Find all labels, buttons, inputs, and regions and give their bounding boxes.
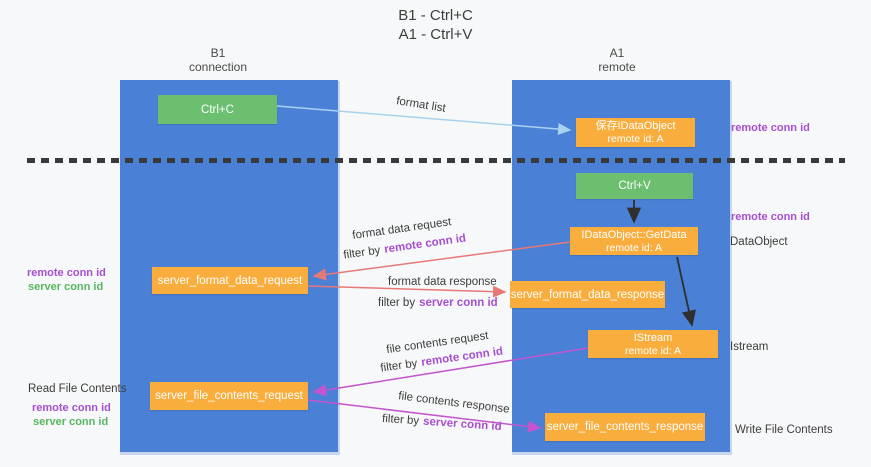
save-idataobject-box: 保存IDataObject remote id: A xyxy=(576,118,695,147)
server-format-data-response-box: server_format_data_response xyxy=(510,281,665,308)
server-conn-id-label-left-bottom: server conn id xyxy=(33,416,109,428)
server-file-contents-request-label: server_file_contents_request xyxy=(155,390,303,402)
istream-box: IStream remote id: A xyxy=(588,330,718,358)
filter-by-text: filter by xyxy=(381,412,420,428)
getdata-line1: IDataObject::GetData xyxy=(581,228,687,241)
ctrl-v-box: Ctrl+V xyxy=(576,173,693,199)
lane-header-b1: B1 connection xyxy=(120,46,316,74)
remote-conn-id-label-top-right: remote conn id xyxy=(731,122,810,134)
istream-line2: remote id: A xyxy=(624,344,682,357)
ctrl-v-label: Ctrl+V xyxy=(618,180,651,192)
istream-side-label: Istream xyxy=(730,341,769,353)
filter-by-text: filter by xyxy=(379,357,419,375)
write-file-contents-label: Write File Contents xyxy=(735,424,833,436)
ctrl-c-label: Ctrl+C xyxy=(201,103,234,116)
filter-by-text: filter by xyxy=(342,244,382,262)
lane-b1-name: B1 xyxy=(210,46,226,60)
save-idataobject-line1: 保存IDataObject xyxy=(595,120,676,132)
format-list-label: format list xyxy=(395,95,447,115)
server-format-data-request-label: server_format_data_request xyxy=(157,274,303,287)
save-idataobject-line2: remote id: A xyxy=(607,133,664,145)
server-file-contents-response-label: server_file_contents_response xyxy=(546,421,704,433)
remote-conn-id-label-mid-right: remote conn id xyxy=(731,211,810,223)
dashed-divider-line xyxy=(27,158,845,163)
format-data-response-label: format data response xyxy=(388,276,497,288)
server-format-data-request-box: server_format_data_request xyxy=(152,267,308,294)
filter-by-text: filter by xyxy=(378,297,416,309)
lane-a1-subtitle: remote xyxy=(598,60,636,74)
server-format-data-response-label: server_format_data_response xyxy=(510,288,665,301)
title-line-2: A1 - Ctrl+V xyxy=(398,26,473,43)
ctrl-c-box: Ctrl+C xyxy=(158,95,277,124)
remote-conn-id-label-left-mid: remote conn id xyxy=(27,267,106,279)
server-conn-id-highlight: server conn id xyxy=(419,297,498,309)
lane-b1-subtitle: connection xyxy=(188,60,248,74)
file-contents-response-label: file contents response xyxy=(397,390,511,416)
server-file-contents-response-box: server_file_contents_response xyxy=(545,413,705,441)
getdata-line2: remote id: A xyxy=(605,241,663,254)
server-conn-id-highlight: server conn id xyxy=(422,415,502,434)
title-line-1: B1 - Ctrl+C xyxy=(398,7,473,24)
istream-line1: IStream xyxy=(633,331,673,344)
server-conn-id-label-left-mid: server conn id xyxy=(28,281,104,293)
read-file-contents-label: Read File Contents xyxy=(28,383,127,395)
idataobject-getdata-box: IDataObject::GetData remote id: A xyxy=(570,227,698,255)
lane-a1-name: A1 xyxy=(609,46,625,60)
remote-conn-id-highlight: remote conn id xyxy=(383,232,467,256)
server-file-contents-request-box: server_file_contents_request xyxy=(150,382,308,410)
lane-header-a1: A1 remote xyxy=(512,46,722,74)
remote-conn-id-label-left-bottom: remote conn id xyxy=(32,402,111,414)
diagram-title: B1 - Ctrl+C A1 - Ctrl+V xyxy=(0,6,871,44)
dataobject-label: DataObject xyxy=(730,236,788,248)
